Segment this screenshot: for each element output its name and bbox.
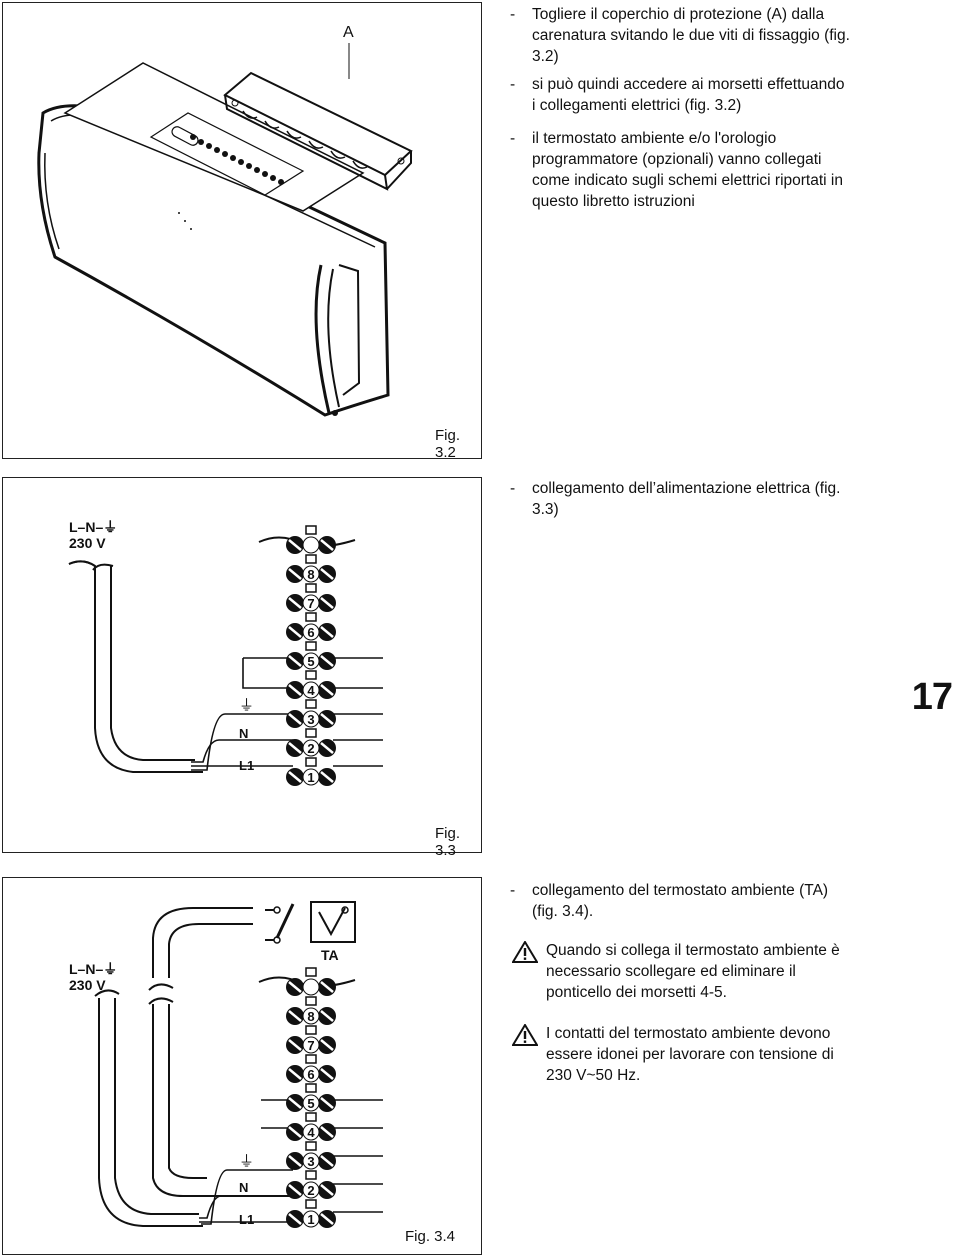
terminal-number: 3	[307, 1154, 314, 1169]
terminal-number: 2	[307, 741, 314, 756]
terminal-2: 2	[286, 1170, 336, 1199]
instruction-step-3: -il termostato ambiente e/o l'orologio p…	[510, 130, 843, 210]
terminal-6: 6	[286, 612, 336, 641]
terminal-screw-top	[286, 967, 336, 996]
line-wire-label: L1	[239, 1212, 254, 1227]
terminal-5: 5	[286, 1083, 336, 1112]
terminal-7: 7	[286, 1025, 336, 1054]
figure-3-3-box: L–N–⏚ 230 V ⏚ N L1 8 7 6 5 4 3 2 1 Fig. 3.3	[2, 477, 482, 859]
figure-3-2-box: A Fi	[2, 2, 482, 461]
neutral-wire-label: N	[239, 1180, 248, 1195]
terminal-6: 6	[286, 1054, 336, 1083]
terminal-4: 4	[286, 670, 336, 699]
power-supply-wiring-diagram: L–N–⏚ 230 V ⏚ N L1 8 7 6 5 4 3 2 1	[68, 519, 383, 786]
terminal-3: 3	[286, 699, 336, 728]
warning-jumper: Quando si collega il termostato ambiente…	[512, 940, 852, 1003]
thermostat-label: TA	[321, 947, 339, 963]
earth-wire-label: ⏚	[239, 697, 254, 714]
terminal-block: 8 7 6 5 4 3 2 1	[286, 967, 336, 1228]
page-number: 17	[911, 676, 953, 718]
voltage-label: 230 V	[69, 535, 106, 551]
figure-label: Fig. 3.2	[435, 427, 461, 461]
terminal-number: 8	[307, 1009, 314, 1024]
terminal-number: 5	[307, 654, 314, 669]
terminal-number: 8	[307, 567, 314, 582]
terminal-2: 2	[286, 728, 336, 757]
terminal-number: 3	[307, 712, 314, 727]
terminal-block: 8 7 6 5 4 3 2 1	[286, 525, 336, 786]
terminal-number: 7	[307, 1038, 314, 1053]
neutral-wire-label: N	[239, 726, 248, 741]
instruction-step-power: -collegamento dell’alimentazione elettri…	[510, 480, 841, 518]
voltage-label: 230 V	[69, 977, 106, 993]
terminal-number: 5	[307, 1096, 314, 1111]
terminal-number: 4	[307, 683, 315, 698]
terminal-5: 5	[286, 641, 336, 670]
terminal-3: 3	[286, 1141, 336, 1170]
terminal-number: 2	[307, 1183, 314, 1198]
terminal-8: 8	[286, 554, 336, 583]
instruction-step-thermostat: -collegamento del termostato ambiente (T…	[510, 882, 829, 920]
terminal-number: 1	[307, 770, 314, 785]
instruction-step-2: -si può quindi accedere ai morsetti effe…	[510, 76, 845, 114]
boiler-illustration: A	[37, 24, 413, 417]
terminal-4: 4	[286, 1112, 336, 1141]
terminal-1: 1	[286, 757, 336, 786]
terminal-number: 1	[307, 1212, 314, 1227]
earth-wire-label: ⏚	[239, 1153, 254, 1170]
terminal-screw-top	[286, 525, 336, 554]
thermostat-wiring-diagram: L–N–⏚ 230 V TA ⏚ N L1	[69, 901, 383, 1228]
terminal-8: 8	[286, 996, 336, 1025]
warning-icon	[512, 941, 538, 963]
instruction-step-1: -Togliere il coperchio di protezione (A)…	[510, 6, 850, 65]
figure-label: Fig. 3.4	[405, 1228, 456, 1245]
terminal-1: 1	[286, 1199, 336, 1228]
terminal-number: 6	[307, 625, 314, 640]
supply-label: L–N–⏚	[69, 961, 117, 977]
supply-label: L–N–⏚	[69, 519, 117, 535]
terminal-number: 7	[307, 596, 314, 611]
terminal-number: 6	[307, 1067, 314, 1082]
warning-icon	[512, 1024, 538, 1046]
terminal-number: 4	[307, 1125, 315, 1140]
callout-letter: A	[343, 24, 354, 41]
terminal-7: 7	[286, 583, 336, 612]
line-wire-label: L1	[239, 758, 254, 773]
figure-3-4-box: L–N–⏚ 230 V TA ⏚ N L1	[2, 877, 482, 1255]
warning-contacts: I contatti del termostato ambiente devon…	[512, 1023, 852, 1086]
figure-label: Fig. 3.3	[435, 825, 461, 859]
